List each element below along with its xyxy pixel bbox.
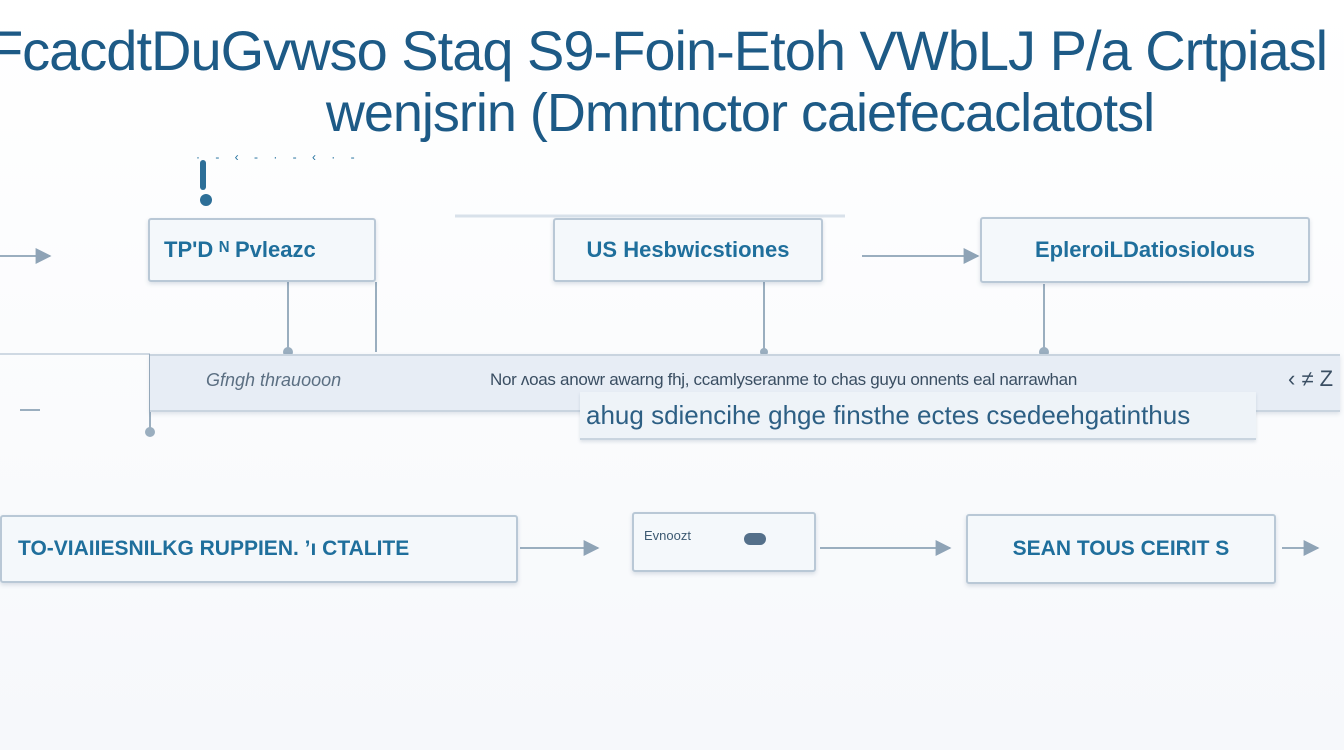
band-symbols: ‹ ≠ Z	[1288, 366, 1334, 391]
diagram-title-line-1: ƑcacdtDuGvwso Staq S9-Foin-Etoh VWbLJ P/…	[0, 19, 1328, 82]
bottom-node-2-dot	[744, 533, 766, 545]
bottom-node-3: SEAN TOUS CEIRIT S	[966, 514, 1276, 584]
dotted-trail: · ‑ ‹ ‑ · ‑ ‹ · ‑	[196, 150, 361, 164]
diagram-title-line-2: wenjsrin (Dmntnctor caiefecaclatotsl	[325, 83, 1155, 143]
description-sub-band: ahug sdiencihe ghge finsthe ectes csedee…	[580, 392, 1256, 440]
marker-pin	[200, 160, 206, 190]
top-node-2: US Hesbwicstiones	[553, 218, 823, 282]
bottom-node-2: Evnoozt	[632, 512, 816, 572]
bottom-node-1: TO-VIAIIESNILKG RUPPIEN. ’ı CTALITE	[0, 515, 518, 583]
band-left-text: Gfngh thrauooon	[206, 370, 342, 390]
junction-dot-4	[145, 427, 155, 437]
band-middle-text: Nor ʌoas anowr awarng fhj, ccamlyseranme…	[490, 370, 1077, 389]
top-node-3: EpleroiLDatiosiolous	[980, 217, 1310, 283]
marker-dot	[200, 194, 212, 206]
top-node-1: TP'D ᴺ Pvleazc	[148, 218, 376, 282]
